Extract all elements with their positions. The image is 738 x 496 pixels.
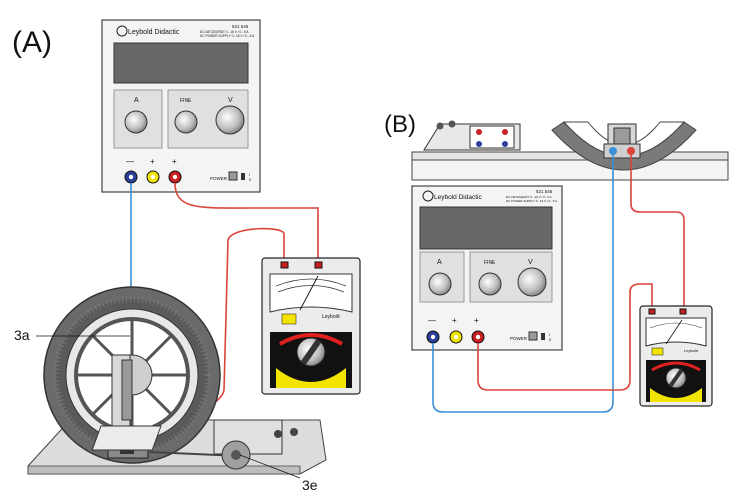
power-supply-a: Leybold Didactic 521 545 DC-NETZGERÄT 0.… <box>101 19 261 193</box>
ps-switch-off-b: 0 <box>549 337 552 342</box>
power-supply-icon: Leybold Didactic 521 545 DC-NETZGERÄT 0.… <box>411 185 563 351</box>
ps-terminal-label-plus2-a: + <box>172 157 177 166</box>
gyroscope-icon <box>27 286 327 475</box>
circuit-terminal-b4[interactable] <box>502 141 508 147</box>
ps-switch-on-b: I <box>549 332 550 337</box>
ps-knob-fine-b[interactable] <box>478 272 502 296</box>
circuit-terminal-b3[interactable] <box>502 129 508 135</box>
ps-knob-label-a-b: A <box>437 259 442 266</box>
red-wire-b1 <box>477 283 653 391</box>
gyro-top-b <box>551 121 697 171</box>
bench-top-b <box>411 151 729 161</box>
ps-spec2-a: DC POWER SUPPLY 0...16 V / 0...5 A <box>200 34 255 38</box>
ps-switch-off-a: 0 <box>249 177 252 182</box>
leybold-logo-icon <box>422 190 434 202</box>
ps-power-label-a: POWER <box>210 176 228 181</box>
leybold-logo-icon <box>116 25 128 37</box>
ps-knob-label-v-a: V <box>228 97 233 104</box>
ps-knob-label-v-b: V <box>528 259 533 266</box>
meter-brand-b: Leybold <box>684 348 698 353</box>
ps-terminal-label-plus1-a: + <box>150 157 155 166</box>
multimeter-icon: Leybold <box>261 257 361 395</box>
ps-power-switch-b[interactable] <box>528 331 538 341</box>
multimeter-b: Leybold <box>639 305 713 407</box>
ps-switch-on-a: I <box>249 172 250 177</box>
ps-knob-label-a-a: A <box>134 97 139 104</box>
blue-wire-b <box>432 155 614 413</box>
ps-brand-a: Leybold Didactic <box>128 29 180 36</box>
ps-knob-current-b[interactable] <box>428 272 452 296</box>
panel-label-b: (B) <box>384 111 416 138</box>
circuit-terminal-b1[interactable] <box>476 129 482 135</box>
ps-knob-fine-a[interactable] <box>174 110 198 134</box>
meter-jack-b1[interactable] <box>648 308 656 315</box>
ps-model-a: 521 545 <box>232 24 249 29</box>
meter-jack-a2[interactable] <box>314 261 323 269</box>
ps-power-label-b: POWER <box>510 336 528 341</box>
circuit-terminal-b2[interactable] <box>476 141 482 147</box>
ps-brand-b: Leybold Didactic <box>434 194 482 201</box>
callout-3a: 3a <box>14 327 30 343</box>
meter-jack-a1[interactable] <box>280 261 289 269</box>
wires-b <box>432 155 685 413</box>
meter-brand-a: Leybold <box>322 314 340 320</box>
panel-label-a: (A) <box>12 26 52 59</box>
ps-display-a <box>113 42 249 84</box>
red-wire-b2 <box>630 155 685 308</box>
callout-line-3e <box>239 454 301 479</box>
motor-knob-a1[interactable] <box>274 430 282 438</box>
ps-knob-label-fine-b: FINE <box>484 260 496 266</box>
ps-terminal-label-plus2-b: + <box>474 316 479 325</box>
ps-spec1-b: DC-NETZGERÄT 0...16 V / 0...5 A <box>506 195 552 199</box>
ps-display-b <box>419 206 553 250</box>
meter-jack-b2[interactable] <box>679 308 687 315</box>
ps-knob-label-fine-a: FINE <box>180 98 192 104</box>
ps-knob-voltage-b[interactable] <box>517 267 547 297</box>
ps-terminal-label-minus-a: — <box>126 157 134 166</box>
ps-knob-voltage-a[interactable] <box>215 105 245 135</box>
ps-spec2-b: DC POWER SUPPLY 0...16 V / 0...5 A <box>506 199 557 203</box>
ps-knob-current-a[interactable] <box>124 110 148 134</box>
motor-knob-a2[interactable] <box>290 428 298 436</box>
red-wire-a1 <box>174 182 319 260</box>
ps-terminal-label-plus1-b: + <box>452 316 457 325</box>
circuit-box-b <box>423 120 521 151</box>
ps-terminal-label-minus-b: — <box>428 316 436 325</box>
ps-spec1-a: DC-NETZGERÄT 0...16 V / 0...5 A <box>200 30 249 34</box>
callout-3e: 3e <box>302 477 318 493</box>
ps-power-switch-a[interactable] <box>228 171 238 181</box>
ps-model-b: 521 545 <box>536 189 553 194</box>
